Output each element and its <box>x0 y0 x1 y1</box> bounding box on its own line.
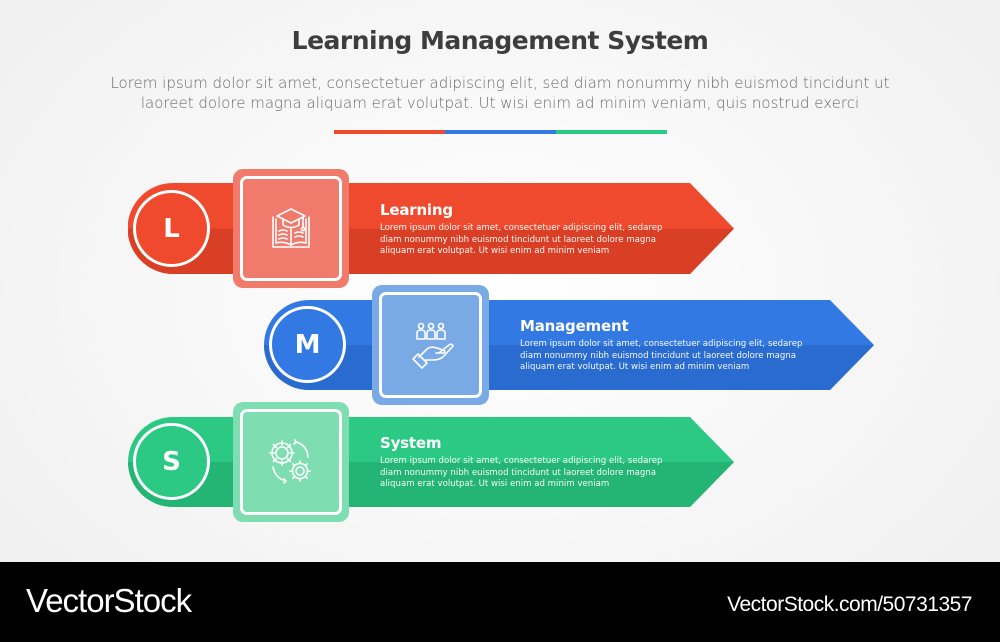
item-title: System <box>380 434 442 452</box>
icon-tile-frame <box>240 176 342 281</box>
item-letter: M <box>294 329 321 360</box>
icon-tile <box>233 402 349 522</box>
item-description: Lorem ipsum dolor sit amet, consectetuer… <box>380 456 663 489</box>
item-letter: L <box>163 213 180 244</box>
divider-segment-blue <box>445 130 556 134</box>
icon-tile-frame <box>379 292 482 398</box>
item-title: Management <box>520 317 629 335</box>
watermark-footer: VectorStock VectorStock.com/50731357 <box>0 562 1000 642</box>
page-title: Learning Management System <box>291 26 709 55</box>
item-text: Management Lorem ipsum dolor sit amet, c… <box>520 317 820 374</box>
gears-cycle-icon <box>269 439 311 484</box>
letter-circle: M <box>269 306 346 383</box>
subtitle-line-1: Lorem ipsum dolor sit amet, consectetuer… <box>110 74 890 92</box>
tricolor-divider <box>334 130 667 134</box>
graduation-book-icon <box>272 207 310 248</box>
icon-tile <box>233 169 349 288</box>
item-description: Lorem ipsum dolor sit amet, consectetuer… <box>380 223 663 256</box>
subtitle-line-2: laoreet dolore magna aliquam erat volutp… <box>140 94 860 112</box>
item-text: System Lorem ipsum dolor sit amet, conse… <box>380 434 680 491</box>
item-letter: S <box>162 446 181 477</box>
letter-circle: L <box>133 190 210 267</box>
letter-circle: S <box>133 423 210 500</box>
item-title: Learning <box>380 201 453 219</box>
item-description: Lorem ipsum dolor sit amet, consectetuer… <box>520 339 803 372</box>
divider-segment-red <box>334 130 445 134</box>
divider-segment-green <box>556 130 667 134</box>
icon-tile-frame <box>240 409 342 515</box>
vectorstock-logo: VectorStock <box>26 582 192 619</box>
vectorstock-reference: VectorStock.com/50731357 <box>727 593 972 616</box>
page-subtitle: Lorem ipsum dolor sit amet, consectetuer… <box>60 73 940 113</box>
item-text: Learning Lorem ipsum dolor sit amet, con… <box>380 201 680 258</box>
icon-tile <box>372 285 489 405</box>
hand-people-icon <box>411 322 454 369</box>
